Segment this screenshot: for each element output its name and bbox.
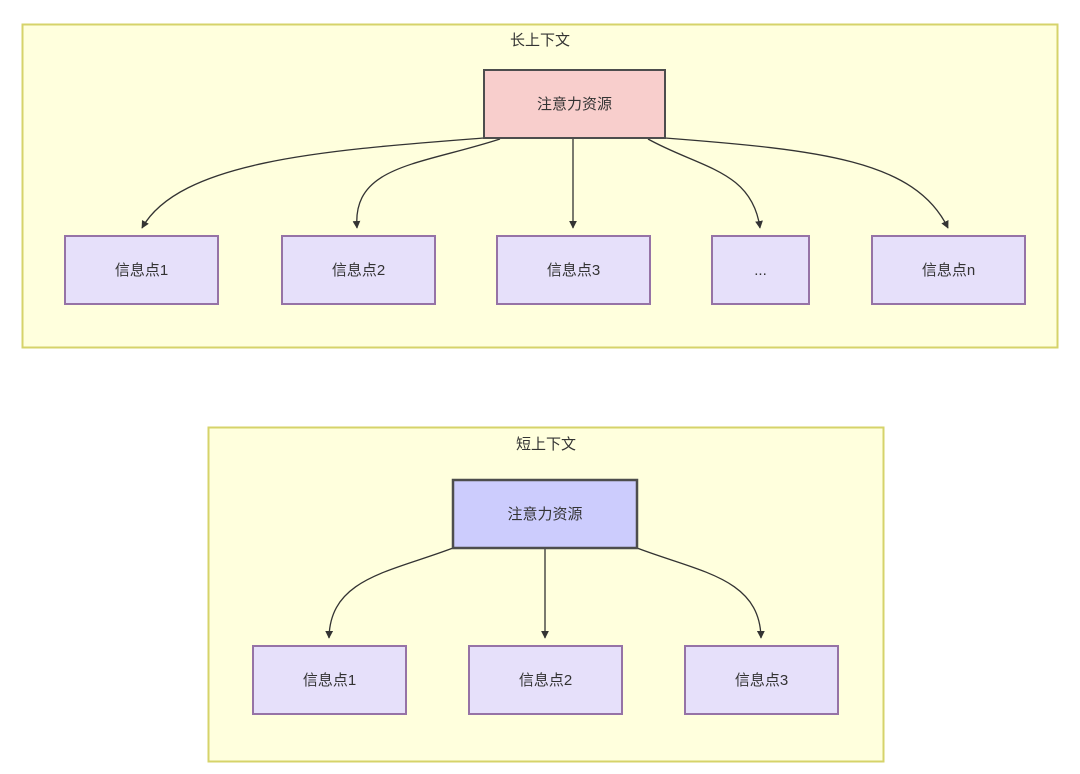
edge-root-to-info-ellipsis — [647, 138, 763, 229]
node-info-3-short[interactable]: 信息点3 — [684, 645, 839, 715]
node-info-2-short-label: 信息点2 — [519, 672, 572, 689]
node-info-1-short-box[interactable] — [252, 645, 407, 715]
node-info-2-long-box[interactable] — [281, 235, 436, 305]
group-short-context: 短上下文 注意力资源 信息点1 信息点2 — [207, 426, 885, 763]
node-info-ellipsis-long[interactable]: ... — [711, 235, 810, 305]
node-info-2-long-label: 信息点2 — [332, 262, 385, 279]
node-info-3-short-box[interactable] — [684, 645, 839, 715]
node-attention-resource-short-label: 注意力资源 — [507, 505, 582, 523]
node-info-1-long[interactable]: 信息点1 — [64, 235, 219, 305]
node-info-ellipsis-long-box[interactable] — [711, 235, 810, 305]
node-info-2-long[interactable]: 信息点2 — [281, 235, 436, 305]
node-info-ellipsis-long-label: ... — [754, 262, 767, 279]
node-attention-resource-short-box[interactable] — [451, 478, 639, 550]
node-info-3-short-label: 信息点3 — [735, 672, 788, 689]
node-info-3-long-label: 信息点3 — [547, 262, 600, 279]
group-long-context: 长上下文 注意力资源 信息点1 信息点2 — [21, 23, 1059, 349]
node-info-1-short[interactable]: 信息点1 — [252, 645, 407, 715]
node-info-n-long-box[interactable] — [871, 235, 1026, 305]
edge-root-to-infon — [664, 137, 949, 229]
node-info-1-long-box[interactable] — [64, 235, 219, 305]
node-attention-resource-short[interactable]: 注意力资源 — [451, 478, 639, 550]
node-info-1-long-label: 信息点1 — [115, 262, 168, 279]
group-short-context-title: 短上下文 — [516, 436, 576, 453]
edge-root-to-info2 — [352, 138, 501, 229]
edge-root-to-info3-short — [636, 547, 765, 639]
edge-root-to-info1 — [141, 137, 485, 229]
edge-root-to-info1-short — [325, 547, 454, 639]
node-info-3-long[interactable]: 信息点3 — [496, 235, 651, 305]
node-info-n-long[interactable]: 信息点n — [871, 235, 1026, 305]
node-info-3-long-box[interactable] — [496, 235, 651, 305]
edges-long-context — [141, 137, 949, 229]
node-info-2-short-box[interactable] — [468, 645, 623, 715]
node-info-n-long-label: 信息点n — [922, 262, 975, 279]
node-attention-resource-long-label: 注意力资源 — [537, 95, 612, 113]
edges-short-context — [325, 547, 765, 639]
node-attention-resource-long-box[interactable] — [483, 69, 666, 139]
node-attention-resource-long[interactable]: 注意力资源 — [483, 69, 666, 139]
node-info-2-short[interactable]: 信息点2 — [468, 645, 623, 715]
node-info-1-short-label: 信息点1 — [303, 672, 356, 689]
group-long-context-title: 长上下文 — [510, 32, 570, 49]
